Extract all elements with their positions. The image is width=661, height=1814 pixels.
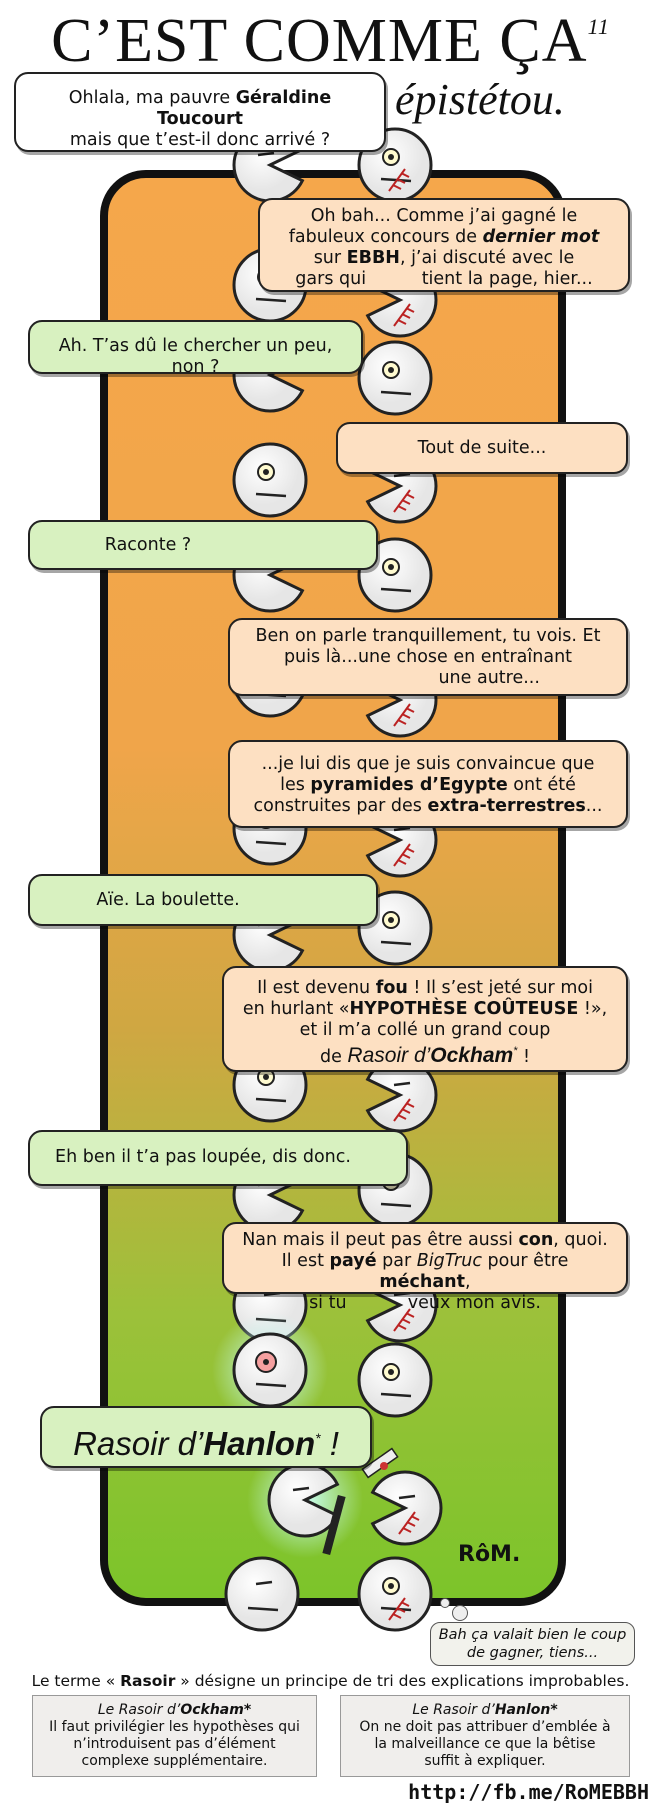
speech-bubble-7: ...je lui dis que je suis convaincue que… [228, 740, 628, 828]
definition-ockham: Le Rasoir d’Ockham* Il faut privilégier … [32, 1695, 317, 1777]
razor-icon [322, 1447, 399, 1556]
facebook-url-link[interactable]: http://fb.me/RoMEBBH [408, 1780, 649, 1804]
speech-bubble-10: Eh ben il t’a pas loupée, dis donc. [28, 1130, 408, 1186]
speech-bubble-11: Nan mais il peut pas être aussi con, quo… [222, 1222, 628, 1313]
speech-bubble-5: Raconte ? [28, 520, 378, 570]
orange-character-head [370, 1470, 443, 1546]
speech-bubble-6: Ben on parle tranquillement, tu vois. Et… [228, 618, 628, 696]
speech-bubble-12: Rasoir d’Hanlon* ! [40, 1406, 372, 1468]
white-character-head [212, 1312, 328, 1428]
orange-character-head [357, 1556, 433, 1632]
footer-note: Le terme « Rasoir » désigne un principe … [31, 1672, 630, 1690]
orange-character-head [357, 340, 433, 416]
comic-subtitle: épistétou. [395, 75, 565, 124]
speech-bubble-8: Aïe. La boulette. [28, 874, 378, 926]
thought-dot-large [452, 1605, 468, 1621]
issue-number: 11 [587, 14, 610, 39]
definition-hanlon: Le Rasoir d’Hanlon* On ne doit pas attri… [340, 1695, 630, 1777]
speech-bubble-4: Tout de suite... [336, 422, 628, 474]
speech-bubble-9: Il est devenu fou ! Il s’est jeté sur mo… [222, 966, 628, 1072]
thought-dot-small [440, 1598, 450, 1608]
thought-bubble: Bah ça valait bien le coup de gagner, ti… [430, 1622, 635, 1666]
white-character-head [224, 1556, 300, 1632]
author-signature: RôM. [458, 1542, 521, 1567]
orange-character-head [357, 1342, 433, 1418]
speech-bubble-3: Ah. T’as dû le chercher un peu, non ? [28, 320, 363, 377]
comic-title: C’EST COMME ÇA11 [51, 7, 610, 75]
white-character-head [232, 442, 308, 518]
